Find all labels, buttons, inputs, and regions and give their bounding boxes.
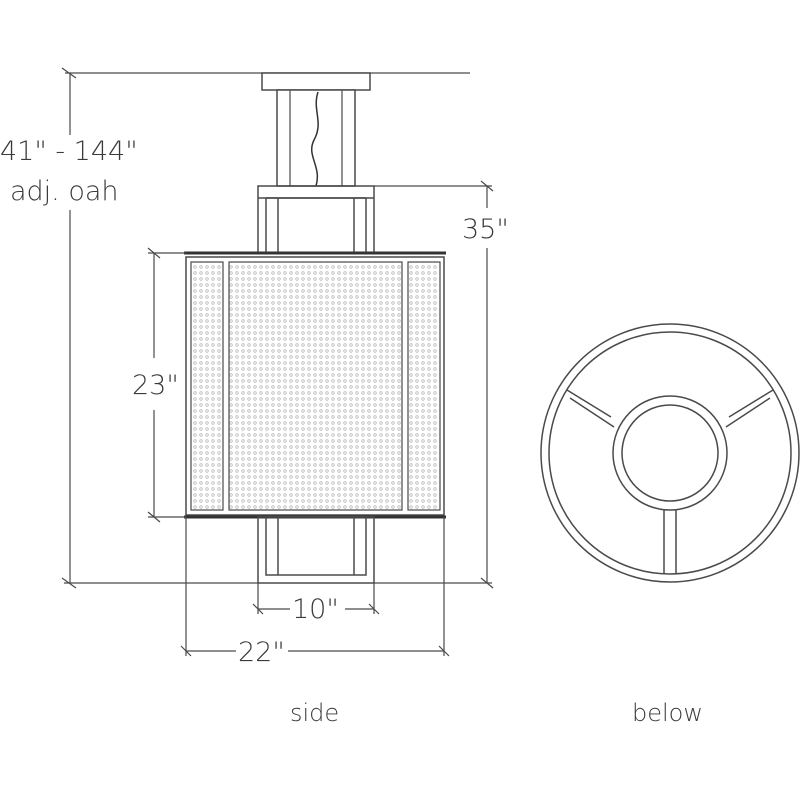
mesh-panel-right — [407, 261, 441, 511]
overall-height-note: adj. oah — [10, 176, 119, 207]
inner-width-label: 10" — [292, 594, 339, 625]
dimension-shade-height — [147, 247, 186, 523]
dimension-fixture-height — [374, 180, 494, 589]
overall-height-label: 41" - 144" — [0, 136, 138, 167]
canopy — [261, 72, 371, 91]
mesh-panel-left — [190, 261, 224, 511]
top-cage — [257, 185, 375, 254]
below-view — [540, 323, 800, 583]
fixture-height-label: 35" — [462, 214, 509, 245]
stem — [276, 89, 356, 187]
bottom-cage — [257, 516, 375, 584]
shade — [184, 251, 446, 519]
dimension-shade-width — [180, 517, 450, 657]
shade-width-label: 22" — [238, 637, 285, 668]
side-view-label: side — [290, 699, 339, 727]
dimension-overall-height — [61, 67, 258, 589]
below-view-label: below — [632, 699, 703, 727]
shade-height-label: 23" — [132, 370, 179, 401]
mesh-panel-center — [228, 261, 403, 511]
dimension-inner-width — [252, 583, 380, 615]
